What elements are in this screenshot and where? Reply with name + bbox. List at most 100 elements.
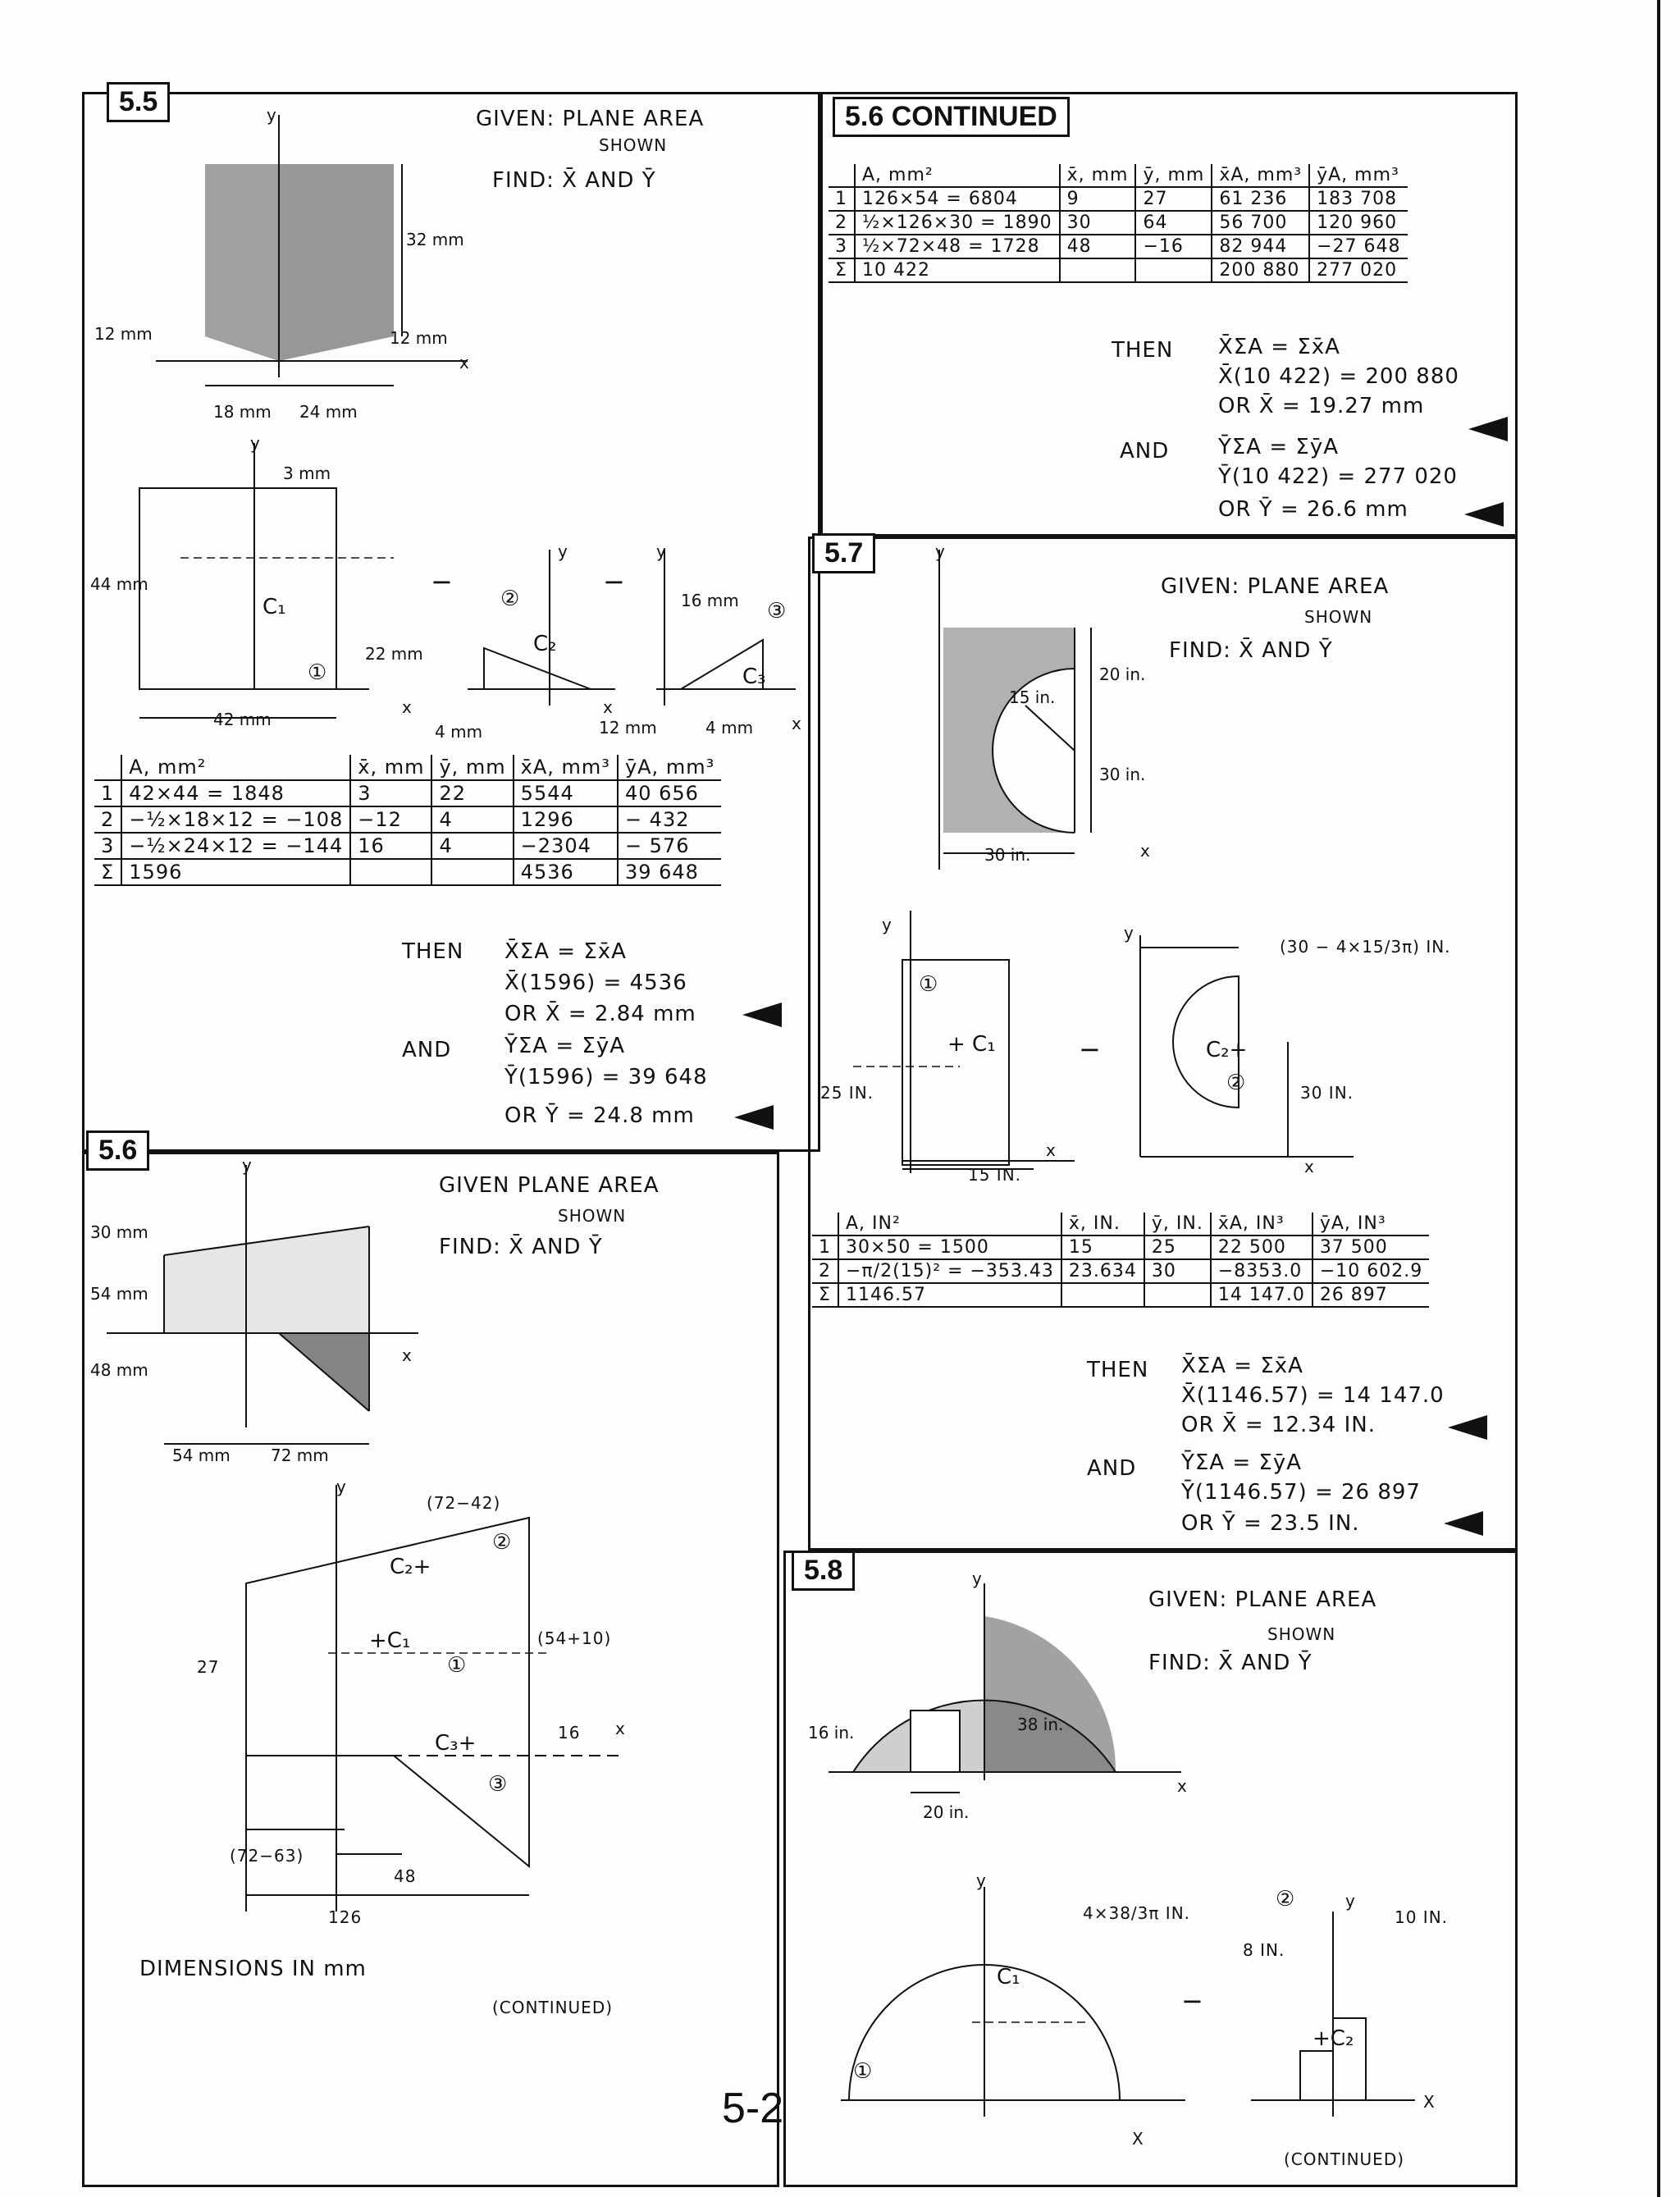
answer-arrow-icon <box>1448 1415 1487 1440</box>
area-number-2: ② <box>1276 1887 1295 1912</box>
axis-x: X <box>1132 2129 1144 2149</box>
axis-y: y <box>976 1870 986 1890</box>
axis-x: x <box>603 697 613 717</box>
dim-27: 27 <box>197 1657 220 1677</box>
axis-x: x <box>615 1719 625 1738</box>
figure-5-5 <box>156 115 468 386</box>
dim-22mm: 22 mm <box>365 644 423 664</box>
given-text: GIVEN PLANE AREA <box>439 1173 660 1198</box>
equation: X̄(1596) = 4536 <box>504 971 687 995</box>
shown-text: SHOWN <box>1267 1624 1336 1644</box>
centroid-c2: C₂+ <box>390 1555 431 1579</box>
answer-arrow-icon <box>734 1105 774 1130</box>
sketch-5-6 <box>245 1485 623 1912</box>
area-number-2: ② <box>492 1530 512 1555</box>
axis-x: x <box>1046 1140 1056 1160</box>
given-text: GIVEN: PLANE AREA <box>1148 1587 1377 1612</box>
sketch-5-7 <box>853 911 1354 1173</box>
axis-y: y <box>1345 1891 1355 1911</box>
dim-radius-expression: 4×38/3π IN. <box>1083 1903 1191 1923</box>
given-text: GIVEN: PLANE AREA <box>1161 574 1390 599</box>
dim-30in-bottom: 30 in. <box>984 845 1031 865</box>
axis-y: y <box>558 541 568 561</box>
dim-4mm-a: 4 mm <box>435 722 483 742</box>
equation: ȲΣA = ΣȳA <box>1218 435 1340 459</box>
label-y: y <box>935 541 945 561</box>
dim-30mm: 30 mm <box>90 1222 148 1242</box>
find-text: FIND: X̄ AND Ȳ <box>439 1235 603 1259</box>
dim-72mm: 72 mm <box>271 1446 329 1465</box>
dim-72-63: (72−63) <box>230 1846 304 1866</box>
answer-arrow-icon <box>742 1003 782 1027</box>
equation: OR Ȳ = 23.5 IN. <box>1181 1511 1360 1536</box>
minus-sign: − <box>603 566 625 597</box>
centroid-c3: C₃+ <box>435 1731 477 1756</box>
label-y: y <box>242 1155 252 1175</box>
dim-32mm: 32 mm <box>406 230 464 249</box>
figure-5-6 <box>107 1165 418 1445</box>
problem-number-5-5: 5.5 <box>107 82 171 122</box>
equation: X̄(1146.57) = 14 147.0 <box>1181 1383 1445 1408</box>
centroid-c3: C₃ <box>742 665 766 689</box>
axis-x: x <box>1304 1157 1314 1176</box>
answer-arrow-icon <box>1464 502 1504 527</box>
area-number-3: ③ <box>488 1772 508 1797</box>
dim-4mm-b: 4 mm <box>705 718 754 738</box>
centroid-c1: C₁ <box>997 1965 1020 1989</box>
area-number-1: ① <box>308 660 327 685</box>
centroid-c2: +C₂ <box>1312 2026 1354 2051</box>
shown-text: SHOWN <box>558 1206 627 1226</box>
figure-5-8 <box>829 1583 1181 1793</box>
dim-3mm: 3 mm <box>283 464 331 483</box>
dim-12mm-right: 12 mm <box>390 328 448 348</box>
problem-number-5-8: 5.8 <box>792 1551 856 1591</box>
equation: OR X̄ = 12.34 IN. <box>1181 1413 1376 1437</box>
dim-30in: 30 IN. <box>1300 1083 1354 1103</box>
axis-x: x <box>402 697 412 717</box>
equation: ȲΣA = ΣȳA <box>1181 1450 1303 1475</box>
then-label: THEN <box>1112 338 1174 363</box>
dim-radius-expression: (30 − 4×15/3π) IN. <box>1280 937 1451 957</box>
dim-16: 16 <box>558 1723 581 1743</box>
find-text: FIND: X̄ AND Ȳ <box>1169 638 1333 663</box>
equation: ȲΣA = ΣȳA <box>504 1034 626 1058</box>
dim-54-10: (54+10) <box>537 1628 612 1648</box>
problem-number-5-7: 5.7 <box>812 533 876 573</box>
sketch-5-8 <box>841 1887 1415 2117</box>
axis-y: y <box>250 433 260 453</box>
dim-38in: 38 in. <box>1017 1715 1064 1734</box>
label-x: x <box>459 353 469 372</box>
answer-arrow-icon <box>1468 417 1508 441</box>
centroid-c2: C₂ <box>533 632 557 656</box>
dim-10in: 10 IN. <box>1395 1907 1449 1927</box>
axis-y: y <box>882 915 892 934</box>
shown-text: SHOWN <box>1304 607 1373 627</box>
area-number-3: ③ <box>767 599 787 623</box>
problem-number-5-6-continued: 5.6 CONTINUED <box>833 97 1070 137</box>
dim-24mm: 24 mm <box>299 402 358 422</box>
centroid-c1: +C₁ <box>369 1628 411 1653</box>
and-label: AND <box>402 1038 452 1062</box>
answer-arrow-icon <box>1444 1511 1483 1536</box>
equation: OR Ȳ = 24.8 mm <box>504 1103 695 1128</box>
panel-5-6 <box>82 1152 779 2187</box>
area-number-1: ① <box>919 972 938 997</box>
label-x: x <box>402 1345 412 1365</box>
dim-25in: 25 IN. <box>820 1083 874 1103</box>
equation: Ȳ(1146.57) = 26 897 <box>1181 1480 1421 1505</box>
dim-16mm: 16 mm <box>681 591 739 610</box>
dim-42mm: 42 mm <box>213 710 272 729</box>
area-number-2: ② <box>500 587 520 611</box>
label-y: y <box>267 105 276 125</box>
centroid-c1: + C₁ <box>947 1032 996 1057</box>
area-number-1: ① <box>447 1653 467 1678</box>
dimensions-note: DIMENSIONS IN mm <box>139 1957 367 1981</box>
centroid-c1: C₁ <box>262 595 286 619</box>
